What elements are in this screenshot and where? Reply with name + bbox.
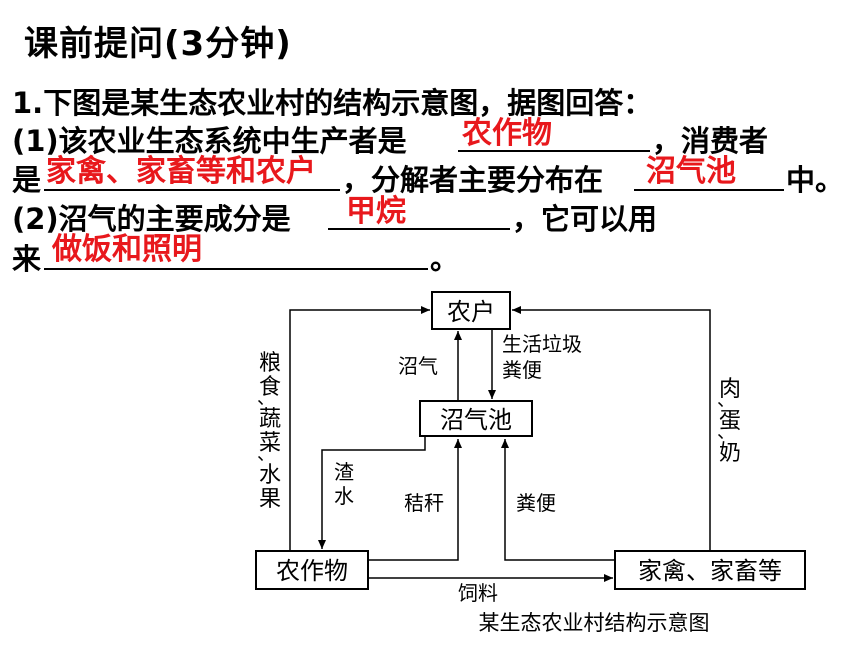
answer-blank-component xyxy=(328,228,510,230)
label-biogas: 沼气 xyxy=(398,354,438,378)
node-crops-box xyxy=(255,550,369,590)
node-crops: 农作物 xyxy=(276,557,348,585)
answer-main-component: 甲烷 xyxy=(346,194,406,229)
answer-consumer: 家禽、家畜等和农户 xyxy=(46,154,316,189)
question-1-decomposer-label: ，分解者主要分布在 xyxy=(342,163,604,197)
svg-text:果: 果 xyxy=(259,487,281,512)
question-intro: 1.下图是某生态农业村的结构示意图，据图回答： xyxy=(12,86,653,120)
label-household-waste: 生活垃圾 xyxy=(502,332,582,356)
node-biogas-pit-box xyxy=(419,400,533,437)
label-straw: 秸秆 xyxy=(404,491,444,515)
svg-text:水: 水 xyxy=(334,484,354,508)
answer-blank-decomposer xyxy=(634,189,784,191)
question-1-consumer-label: ，消费者 xyxy=(652,124,769,158)
answer-blank-producer xyxy=(458,150,650,152)
svg-text:水: 水 xyxy=(259,463,281,488)
node-livestock-box xyxy=(614,550,806,590)
node-farmer: 农户 xyxy=(447,298,495,326)
question-2-line5-prefix: 来 xyxy=(12,242,42,276)
edge-livestock-to-farmer xyxy=(512,306,711,551)
svg-text:、: 、 xyxy=(257,444,275,465)
label-manure: 粪便 xyxy=(516,491,556,515)
edge-crops-to-farmer xyxy=(289,306,430,551)
svg-text:菜: 菜 xyxy=(259,431,281,456)
question-2-use-label: ，它可以用 xyxy=(512,202,658,236)
answer-decomposer-location: 沼气池 xyxy=(646,154,736,189)
svg-text:肉: 肉 xyxy=(719,377,741,402)
label-grain: 粮 食 、 蔬 菜 、 水 果 xyxy=(257,351,281,512)
svg-text:渣: 渣 xyxy=(334,460,354,484)
node-livestock: 家禽、家畜等 xyxy=(638,557,782,585)
label-residue-water: 渣 水 xyxy=(334,460,354,508)
question-1-prefix: (1)该农业生态系统中生产者是 xyxy=(12,124,407,158)
label-feed: 饲料 xyxy=(458,581,498,605)
answer-blank-consumer xyxy=(44,189,340,191)
svg-text:蔬: 蔬 xyxy=(259,407,281,432)
edge-residue-to-crops xyxy=(318,437,426,549)
node-biogas-pit: 沼气池 xyxy=(440,406,512,434)
svg-text:粮: 粮 xyxy=(259,351,281,376)
node-farmer-box xyxy=(431,291,511,330)
page-title: 课前提问(3分钟) xyxy=(24,24,292,64)
question-1-line3-prefix: 是 xyxy=(12,163,42,197)
question-2-prefix: (2)沼气的主要成分是 xyxy=(12,202,291,236)
edge-straw-to-biogas-pit xyxy=(368,439,462,561)
edge-manure-to-biogas-pit xyxy=(501,439,615,561)
answer-producer: 农作物 xyxy=(462,116,552,151)
svg-text:食: 食 xyxy=(259,375,281,400)
answer-use: 做饭和照明 xyxy=(52,232,202,267)
svg-text:、: 、 xyxy=(257,388,275,409)
svg-text:蛋: 蛋 xyxy=(719,409,741,434)
diagram-caption: 某生态农业村结构示意图 xyxy=(479,611,710,635)
label-meat-eggs-milk: 肉 、 蛋 、 奶 xyxy=(717,377,741,466)
answer-blank-use xyxy=(44,268,428,270)
question-2-line5-suffix: 。 xyxy=(430,242,460,276)
svg-text:、: 、 xyxy=(717,422,735,443)
label-waste-manure: 粪便 xyxy=(502,358,542,382)
svg-text:、: 、 xyxy=(717,390,735,411)
svg-text:奶: 奶 xyxy=(719,441,741,466)
question-1-line3-suffix: 中。 xyxy=(786,163,845,197)
